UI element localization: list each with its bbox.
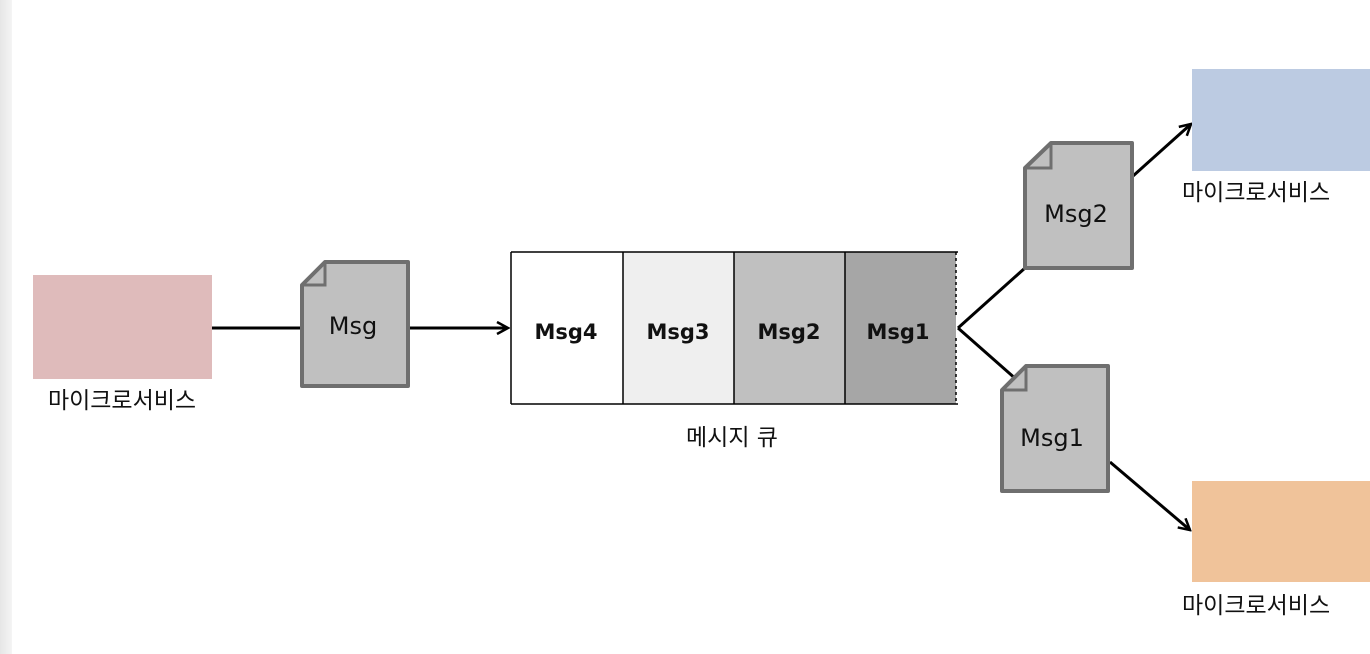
producer-box [33,275,212,379]
queue-cell-msg1 [845,252,956,404]
document-fold-icon [302,262,327,287]
delivered-msg2-doc: Msg2 [1023,141,1134,270]
consumer-bottom-box [1192,481,1370,582]
msg2-to-consumer-top-arrow [1131,124,1191,178]
message-queue: Msg4 Msg3 Msg2 Msg1 메시지 큐 [510,251,958,451]
consumer-top-box [1192,69,1370,171]
consumer-bottom-label: 마이크로서비스 [1182,593,1330,619]
queue-cell-msg3 [623,252,734,404]
document-fold-icon [1025,143,1053,170]
window-left-edge [0,0,12,654]
queue-cell-label-msg2: Msg2 [757,320,820,344]
queue-cell-msg4 [511,252,623,404]
delivered-msg2-label: Msg2 [1044,200,1108,228]
queue-cell-msg2 [734,252,845,404]
queue-caption: 메시지 큐 [686,425,778,451]
document-icon [1023,141,1134,270]
outgoing-message-doc: Msg [300,260,410,388]
queue-to-msg2-line [956,266,1027,330]
document-fold-icon [1002,366,1028,392]
producer-label: 마이크로서비스 [48,388,196,414]
queue-to-msg1-line [957,326,1018,382]
queue-cell-label-msg4: Msg4 [534,320,597,344]
connectors [212,124,1191,530]
consumer-top-label: 마이크로서비스 [1182,180,1330,206]
outgoing-message-label: Msg [329,312,377,340]
delivered-msg1-doc: Msg1 [1000,364,1110,493]
document-icon [300,260,410,388]
delivered-msg1-label: Msg1 [1020,424,1084,452]
document-icon [1000,364,1110,493]
msg1-to-consumer-bottom-arrow [1109,460,1190,530]
queue-cell-label-msg3: Msg3 [646,320,709,344]
queue-cell-label-msg1: Msg1 [866,320,929,344]
